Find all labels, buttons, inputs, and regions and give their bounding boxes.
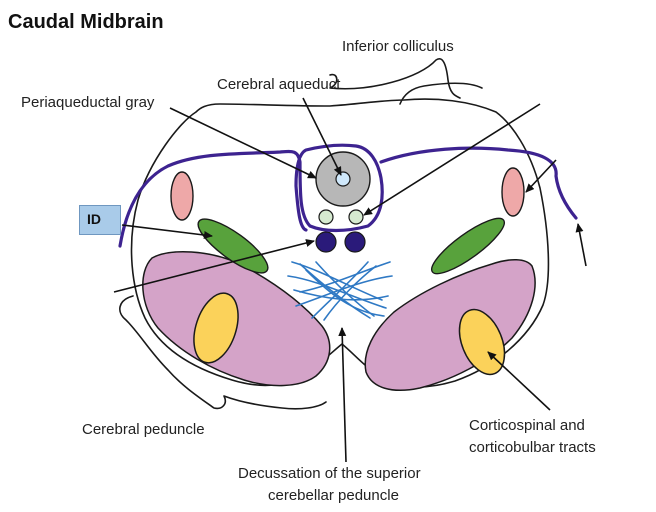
small-nucleus-left (318, 209, 334, 225)
cerebral-aqueduct (335, 171, 351, 187)
label-corticospinal-line1: Corticospinal and (469, 417, 585, 434)
arrow-decussation (338, 327, 347, 463)
dark-nucleus-left (315, 231, 337, 253)
lateral-nucleus-left (170, 171, 194, 221)
inferior-colliculus-bracket (329, 58, 461, 99)
label-periaqueductal-gray: Periaqueductal gray (21, 94, 155, 111)
dark-nucleus-right (344, 231, 366, 253)
arrow-small-nucleus (363, 103, 541, 216)
tegmentum-boundary-line (118, 143, 578, 248)
midbrain-outline (130, 98, 550, 388)
small-nucleus-right (348, 209, 364, 225)
lemniscus-left (197, 218, 269, 274)
inferior-colliculus-bracket-right (399, 82, 483, 105)
corticospinal-tract-left (193, 292, 239, 364)
lemniscus-right (431, 217, 505, 275)
arrow-boundary-line (575, 223, 587, 267)
diagram-title: Caudal Midbrain (8, 11, 164, 33)
decussation-fibers (287, 261, 393, 321)
lateral-nucleus-right (501, 167, 525, 217)
arrow-lateral-nucleus-right (525, 159, 557, 193)
arrow-cerebral-aqueduct (302, 97, 342, 176)
cerebral-peduncle-bracket (119, 295, 327, 410)
arrow-periaqueductal-gray (169, 107, 317, 179)
label-cerebral-peduncle: Cerebral peduncle (82, 421, 205, 438)
label-decussation-line1: Decussation of the superior (238, 465, 421, 482)
id-label-box: ID (79, 205, 121, 235)
label-decussation-line2: cerebellar peduncle (268, 487, 399, 504)
arrow-dark-nucleus (113, 239, 315, 293)
cerebral-peduncle-right (364, 259, 536, 391)
label-cerebral-aqueduct: Cerebral aqueduct (217, 76, 341, 93)
label-corticospinal-line2: corticobulbar tracts (469, 439, 596, 456)
label-inferior-colliculus: Inferior colliculus (342, 38, 454, 55)
arrow-id-lemniscus (121, 224, 213, 239)
arrow-corticospinal (487, 351, 551, 411)
